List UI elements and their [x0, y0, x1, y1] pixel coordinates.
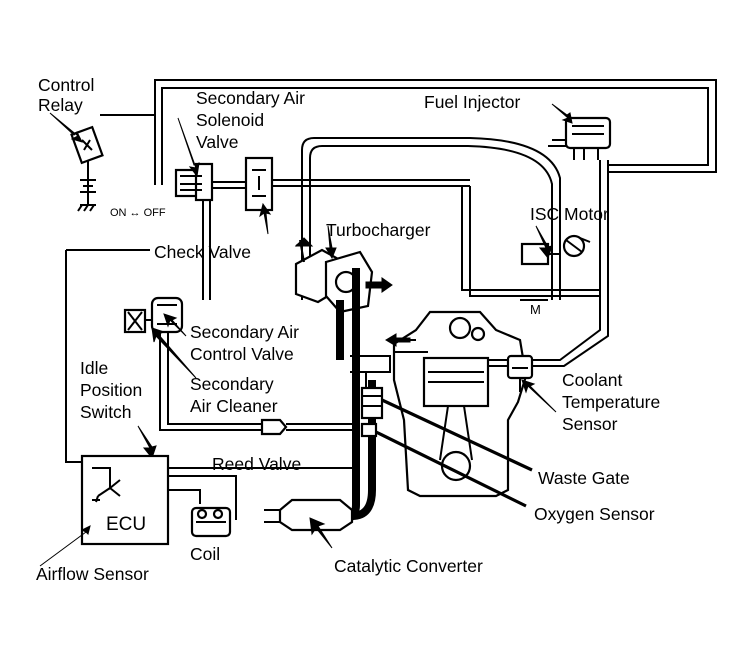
label-idle-position-3: Switch: [80, 402, 132, 422]
label-secondary-air-control-1: Secondary Air: [190, 322, 299, 342]
label-m-marker: M: [530, 302, 541, 317]
label-secondary-air-solenoid-3: Valve: [196, 132, 238, 152]
label-coolant-2: Temperature: [562, 392, 660, 412]
label-turbocharger: Turbocharger: [326, 220, 431, 240]
catalytic-converter: [264, 380, 376, 549]
label-secondary-air-solenoid-1: Secondary Air: [196, 88, 305, 108]
label-waste-gate: Waste Gate: [538, 468, 630, 488]
turbocharger: [294, 137, 561, 524]
engine-block: [350, 310, 528, 498]
label-idle-position-2: Position: [80, 380, 142, 400]
label-idle-position-1: Idle: [80, 358, 108, 378]
label-secondary-air-control-2: Control Valve: [190, 344, 294, 364]
secondary-air-control-valve: [123, 296, 262, 431]
oxygen-sensor: [360, 422, 527, 508]
control-relay: [49, 112, 155, 212]
label-coolant-3: Sensor: [562, 414, 618, 434]
label-control-relay-2: Relay: [38, 95, 83, 115]
coolant-temperature-sensor: [506, 354, 557, 413]
label-oxygen-sensor: Oxygen Sensor: [534, 504, 655, 524]
check-valve-line: [65, 200, 211, 463]
label-airflow-sensor: Airflow Sensor: [36, 564, 149, 584]
fuel-injector: [488, 103, 612, 367]
label-secondary-air-cleaner-2: Air Cleaner: [190, 396, 278, 416]
label-fuel-injector: Fuel Injector: [424, 92, 520, 112]
label-on-off: ON ↔ OFF: [110, 207, 166, 219]
label-isc-motor: ISC Motor: [530, 204, 609, 224]
label-ecu: ECU: [106, 514, 146, 535]
label-secondary-air-solenoid-2: Solenoid: [196, 110, 264, 130]
label-check-valve: Check Valve: [154, 242, 251, 262]
label-control-relay-1: Control: [38, 75, 94, 95]
waste-gate: [360, 372, 533, 472]
ecu: [39, 454, 356, 567]
secondary-air-solenoid-valve: [174, 117, 470, 235]
label-coolant-1: Coolant: [562, 370, 622, 390]
label-coil: Coil: [190, 544, 220, 564]
label-catalytic-converter: Catalytic Converter: [334, 556, 483, 576]
ignition-coil: [190, 506, 232, 538]
reed-valve: [260, 418, 356, 436]
isc-motor: [461, 186, 600, 301]
labels: Control Relay Secondary Air Solenoid Val…: [36, 75, 660, 584]
label-reed-valve: Reed Valve: [212, 454, 301, 474]
label-secondary-air-cleaner-1: Secondary: [190, 374, 274, 394]
